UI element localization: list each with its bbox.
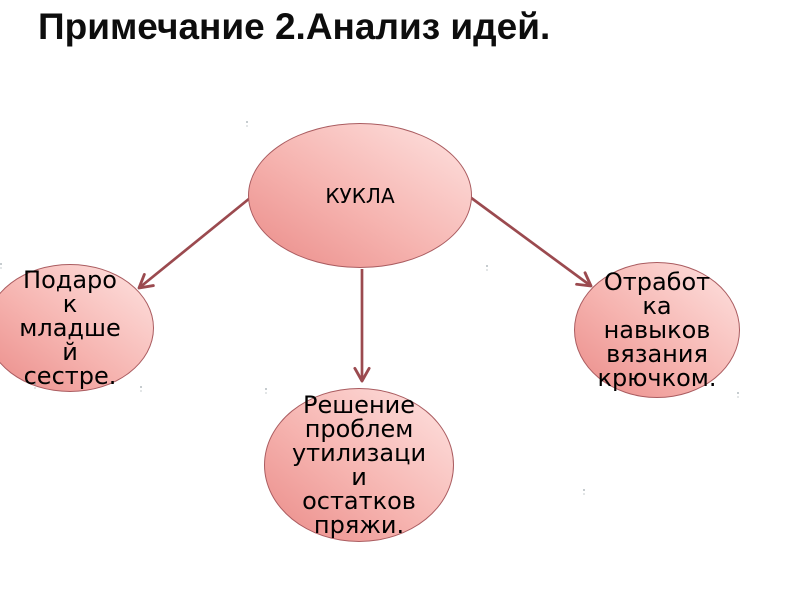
stray-mark — [0, 263, 2, 265]
slide-title: Примечание 2.Анализ идей. — [38, 6, 551, 47]
node-root-label: КУКЛА — [325, 183, 395, 208]
stray-mark — [486, 265, 488, 267]
stray-mark — [737, 392, 739, 394]
stray-mark — [246, 121, 248, 123]
arrow-root-to-gift — [137, 196, 251, 290]
stray-mark — [34, 383, 36, 385]
arrow-root-to-skills — [469, 195, 593, 288]
stray-mark — [265, 388, 267, 390]
node-root-kukla[interactable]: КУКЛА — [248, 123, 472, 268]
stray-mark — [140, 386, 142, 388]
stray-mark — [583, 489, 585, 491]
